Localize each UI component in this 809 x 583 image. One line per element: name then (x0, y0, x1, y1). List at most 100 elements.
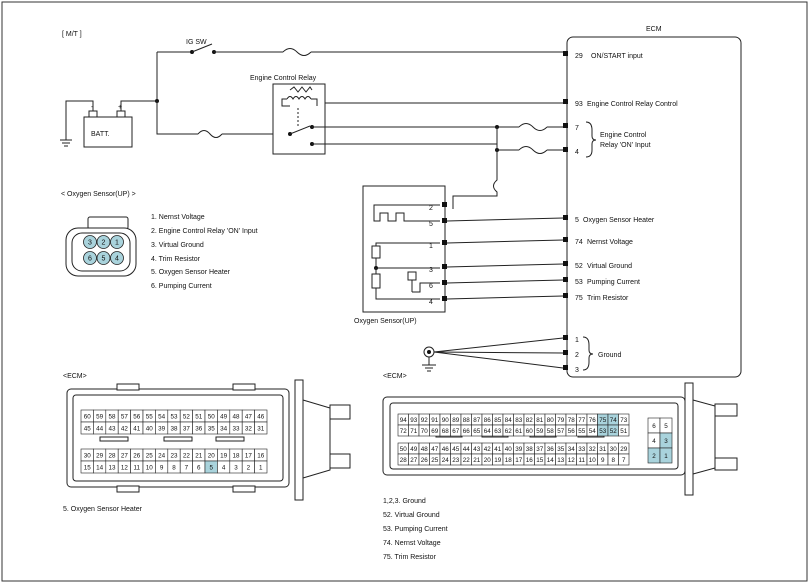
svg-text:35: 35 (208, 425, 216, 432)
svg-text:20: 20 (484, 457, 492, 464)
right-pin-65: 65 (471, 424, 483, 437)
right-note-5: 75. Trim Resistor (383, 554, 437, 561)
left-pin-30: 30 (80, 448, 94, 462)
svg-text:32: 32 (589, 446, 597, 453)
right-pin-19: 19 (492, 453, 504, 466)
svg-text:16: 16 (257, 452, 265, 459)
svg-text:80: 80 (547, 417, 555, 424)
right-pin-83: 83 (513, 413, 525, 426)
left-pin-55: 55 (142, 409, 156, 423)
svg-text:89: 89 (452, 417, 460, 424)
ecm-pin-3-num: 3 (575, 367, 579, 374)
left-pin-40: 40 (142, 421, 156, 435)
left-pin-36: 36 (192, 421, 206, 435)
right-pin-45: 45 (450, 442, 462, 455)
left-pin-2: 2 (241, 460, 255, 474)
left-pin-28: 28 (105, 448, 119, 462)
svg-text:24: 24 (442, 457, 450, 464)
svg-text:50: 50 (208, 413, 216, 420)
svg-text:36: 36 (195, 425, 203, 432)
right-pin-9: 9 (597, 453, 609, 466)
svg-text:31: 31 (599, 446, 607, 453)
left-pin-43: 43 (105, 421, 119, 435)
svg-text:34: 34 (568, 446, 576, 453)
svg-text:4: 4 (115, 256, 119, 263)
right-pin-67: 67 (450, 424, 462, 437)
svg-text:3: 3 (88, 240, 92, 247)
svg-text:50: 50 (400, 446, 408, 453)
right-pin-17: 17 (513, 453, 525, 466)
svg-text:26: 26 (421, 457, 429, 464)
right-pin-47: 47 (429, 442, 441, 455)
left-pin-14: 14 (93, 460, 107, 474)
svg-text:18: 18 (505, 457, 513, 464)
svg-text:21: 21 (473, 457, 481, 464)
right-block-pin-1: 1 (659, 447, 673, 464)
sensor-legend-2: 2. Engine Control Relay 'ON' Input (151, 228, 258, 235)
right-pin-40: 40 (502, 442, 514, 455)
right-block-pin-3: 3 (659, 432, 673, 449)
ecm-pin-2-num: 2 (575, 352, 579, 359)
svg-text:65: 65 (473, 428, 481, 435)
right-pin-62: 62 (502, 424, 514, 437)
ground-label: Ground (598, 352, 621, 359)
svg-text:91: 91 (431, 417, 439, 424)
left-pin-49: 49 (217, 409, 231, 423)
right-pin-56: 56 (565, 424, 577, 437)
right-pin-33: 33 (576, 442, 588, 455)
ecm-pin-53-num: 53 (575, 279, 583, 286)
svg-text:92: 92 (421, 417, 429, 424)
right-pin-37: 37 (534, 442, 546, 455)
left-pin-44: 44 (93, 421, 107, 435)
left-pin-29: 29 (93, 448, 107, 462)
ecm-pin-75-num: 75 (575, 295, 583, 302)
right-pin-86: 86 (481, 413, 493, 426)
svg-text:10: 10 (146, 464, 154, 471)
svg-text:58: 58 (108, 413, 116, 420)
svg-text:18: 18 (232, 452, 240, 459)
svg-text:77: 77 (578, 417, 586, 424)
svg-text:17: 17 (515, 457, 523, 464)
right-pin-7: 7 (618, 453, 630, 466)
right-pin-39: 39 (513, 442, 525, 455)
sensor-pin-5: 5 (429, 221, 433, 228)
svg-text:52: 52 (610, 428, 618, 435)
svg-text:19: 19 (494, 457, 502, 464)
right-pin-78: 78 (565, 413, 577, 426)
oxygen-sensor-caption: Oxygen Sensor(UP) (354, 318, 417, 325)
right-note-3: 53. Pumping Current (383, 526, 448, 533)
svg-text:58: 58 (547, 428, 555, 435)
svg-text:56: 56 (133, 413, 141, 420)
svg-text:36: 36 (547, 446, 555, 453)
right-pin-91: 91 (429, 413, 441, 426)
svg-text:17: 17 (245, 452, 253, 459)
right-pin-89: 89 (450, 413, 462, 426)
sensor-legend-3: 3. Virtual Ground (151, 242, 204, 249)
svg-text:40: 40 (146, 425, 154, 432)
svg-text:67: 67 (452, 428, 460, 435)
transmission-label: [ M/T ] (62, 31, 82, 38)
svg-text:19: 19 (220, 452, 228, 459)
svg-text:25: 25 (146, 452, 154, 459)
svg-text:16: 16 (526, 457, 534, 464)
svg-text:54: 54 (158, 413, 166, 420)
svg-text:37: 37 (183, 425, 191, 432)
svg-text:48: 48 (421, 446, 429, 453)
sensor-conn-pin-1: 1 (110, 235, 124, 249)
left-pin-60: 60 (80, 409, 94, 423)
ig-switch-icon (190, 43, 283, 54)
right-pin-71: 71 (408, 424, 420, 437)
ecm-view-right-label: <ECM> (383, 373, 407, 380)
left-pin-33: 33 (229, 421, 243, 435)
right-pin-52: 52 (607, 424, 619, 437)
svg-text:70: 70 (421, 428, 429, 435)
svg-text:56: 56 (568, 428, 576, 435)
right-note-2: 52. Virtual Ground (383, 512, 440, 519)
left-pin-8: 8 (167, 460, 181, 474)
right-pin-36: 36 (544, 442, 556, 455)
ecm-pin-29-label: ON/START input (591, 53, 643, 60)
right-pin-64: 64 (481, 424, 493, 437)
svg-text:85: 85 (494, 417, 502, 424)
